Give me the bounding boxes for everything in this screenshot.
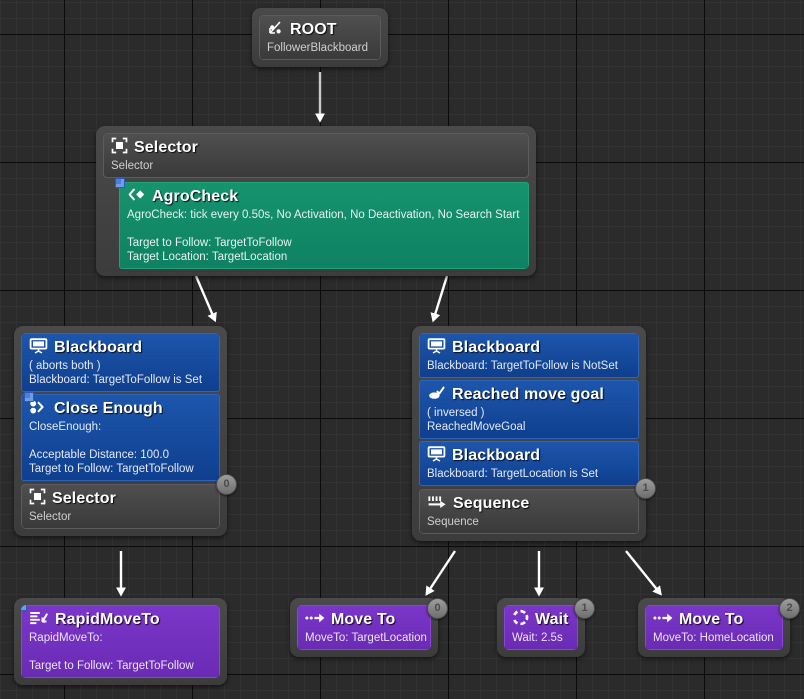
service-line-3: Target Location: TargetLocation xyxy=(127,251,288,263)
right-branch-body-subtitle: Sequence xyxy=(427,516,479,528)
link-sequence-to-move-to-home xyxy=(625,550,662,596)
service-icon xyxy=(127,187,146,207)
decorator-blackboard-target-set[interactable]: Blackboard ( aborts both ) Blackboard: T… xyxy=(21,333,220,392)
move-to-icon xyxy=(653,611,673,630)
service-pin-icon xyxy=(115,178,125,188)
move-to-home-line-0: MoveTo: HomeLocation xyxy=(653,632,774,644)
left-decorator-1-title: Close Enough xyxy=(54,400,163,417)
blackboard-icon xyxy=(427,337,446,359)
task-pin-icon xyxy=(21,605,27,611)
service-agrocheck-title: AgroCheck xyxy=(152,188,239,205)
rapid-move-to-line-1 xyxy=(29,645,212,659)
link-selector-to-right-branch xyxy=(430,275,449,323)
decorator-close-enough[interactable]: Close Enough CloseEnough: Acceptable Dis… xyxy=(21,392,220,481)
wait-body[interactable]: Wait Wait: 2.5s xyxy=(504,605,578,650)
move-to-home-body[interactable]: Move To MoveTo: HomeLocation xyxy=(645,605,783,650)
node-rapid-move-to[interactable]: RapidMoveTo RapidMoveTo: Target to Follo… xyxy=(14,598,227,685)
root-body[interactable]: ROOT FollowerBlackboard xyxy=(259,15,381,60)
right-decorator-0-line-0: Blackboard: TargetToFollow is NotSet xyxy=(427,360,618,372)
sequence-icon xyxy=(427,494,447,515)
service-line-2: Target to Follow: TargetToFollow xyxy=(127,237,292,249)
node-left-branch[interactable]: Blackboard ( aborts both ) Blackboard: T… xyxy=(14,326,237,536)
move-to-target-title: Move To xyxy=(331,611,396,628)
selector-top-body[interactable]: Selector Selector xyxy=(103,133,529,178)
link-selector-to-left-branch xyxy=(194,275,217,323)
decorator-pin-icon xyxy=(24,392,34,402)
blackboard-icon xyxy=(427,445,446,467)
root-title: ROOT xyxy=(290,21,337,38)
right-branch-index-badge: 1 xyxy=(635,478,656,499)
node-right-branch[interactable]: Blackboard Blackboard: TargetToFollow is… xyxy=(412,326,656,541)
move-to-home-title: Move To xyxy=(679,611,744,628)
rapid-move-to-title: RapidMoveTo xyxy=(55,611,160,628)
left-branch-body[interactable]: Selector Selector xyxy=(21,484,220,529)
right-decorator-0-title: Blackboard xyxy=(452,339,541,356)
move-to-home-index-badge: 2 xyxy=(779,598,800,619)
service-line-0: AgroCheck: tick every 0.50s, No Activati… xyxy=(127,209,520,221)
decorator-reached-move-goal[interactable]: Reached move goal ( inversed ) ReachedMo… xyxy=(419,380,639,439)
left-branch-body-subtitle: Selector xyxy=(29,511,72,523)
move-to-target-body[interactable]: Move To MoveTo: TargetLocation xyxy=(297,605,431,650)
node-move-to-home[interactable]: Move To MoveTo: HomeLocation 2 xyxy=(638,598,800,657)
decorator-blackboard-location-set[interactable]: Blackboard Blackboard: TargetLocation is… xyxy=(419,441,639,486)
wait-title: Wait xyxy=(535,611,569,628)
right-decorator-1-line-0: ( inversed ) xyxy=(427,407,485,419)
task-icon xyxy=(29,610,49,631)
reached-move-goal-icon xyxy=(427,385,446,406)
node-selector-top[interactable]: Selector Selector AgroCheck AgroCheck: t… xyxy=(96,126,536,276)
right-decorator-1-title: Reached move goal xyxy=(452,386,604,403)
left-decorator-0-line-1: Blackboard: TargetToFollow is Set xyxy=(29,374,203,386)
selector-top-subtitle: Selector xyxy=(111,160,154,172)
rapid-move-to-line-2: Target to Follow: TargetToFollow xyxy=(29,660,194,672)
right-decorator-2-line-0: Blackboard: TargetLocation is Set xyxy=(427,468,599,480)
service-line-1 xyxy=(127,222,521,236)
node-root[interactable]: ROOT FollowerBlackboard xyxy=(252,8,388,67)
right-branch-body[interactable]: Sequence Sequence xyxy=(419,489,639,534)
left-decorator-1-line-2: Acceptable Distance: 100.0 xyxy=(29,449,170,461)
left-decorator-0-line-0: ( aborts both ) xyxy=(29,360,101,372)
node-move-to-target[interactable]: Move To MoveTo: TargetLocation 0 xyxy=(290,598,448,657)
root-subtitle: FollowerBlackboard xyxy=(267,42,368,54)
wait-icon xyxy=(512,609,529,631)
rapid-move-to-body[interactable]: RapidMoveTo RapidMoveTo: Target to Follo… xyxy=(21,605,220,678)
selector-top-title: Selector xyxy=(134,139,198,156)
blackboard-icon xyxy=(29,337,48,359)
left-decorator-0-title: Blackboard xyxy=(54,339,143,356)
rapid-move-to-line-0: RapidMoveTo: xyxy=(29,632,103,644)
move-to-target-line-0: MoveTo: TargetLocation xyxy=(305,632,427,644)
root-icon xyxy=(267,19,284,41)
left-decorator-1-line-3: Target to Follow: TargetToFollow xyxy=(29,463,194,475)
selector-icon xyxy=(29,488,46,510)
right-decorator-2-title: Blackboard xyxy=(452,447,541,464)
node-wait[interactable]: Wait Wait: 2.5s 1 xyxy=(497,598,595,657)
service-agrocheck[interactable]: AgroCheck AgroCheck: tick every 0.50s, N… xyxy=(115,178,529,269)
decorator-blackboard-target-notset[interactable]: Blackboard Blackboard: TargetToFollow is… xyxy=(419,333,639,378)
left-branch-index-badge: 0 xyxy=(216,474,237,495)
wait-index-badge: 1 xyxy=(574,598,595,619)
wait-line-0: Wait: 2.5s xyxy=(512,632,563,644)
left-decorator-1-line-0: CloseEnough: xyxy=(29,421,102,433)
move-to-target-index-badge: 0 xyxy=(427,598,448,619)
link-sequence-to-move-to-target xyxy=(425,550,457,596)
right-decorator-1-line-1: ReachedMoveGoal xyxy=(427,421,526,433)
selector-icon xyxy=(111,137,128,159)
left-branch-body-title: Selector xyxy=(52,490,116,507)
move-to-icon xyxy=(305,611,325,630)
left-decorator-1-line-1 xyxy=(29,434,212,448)
right-branch-body-title: Sequence xyxy=(453,495,530,512)
